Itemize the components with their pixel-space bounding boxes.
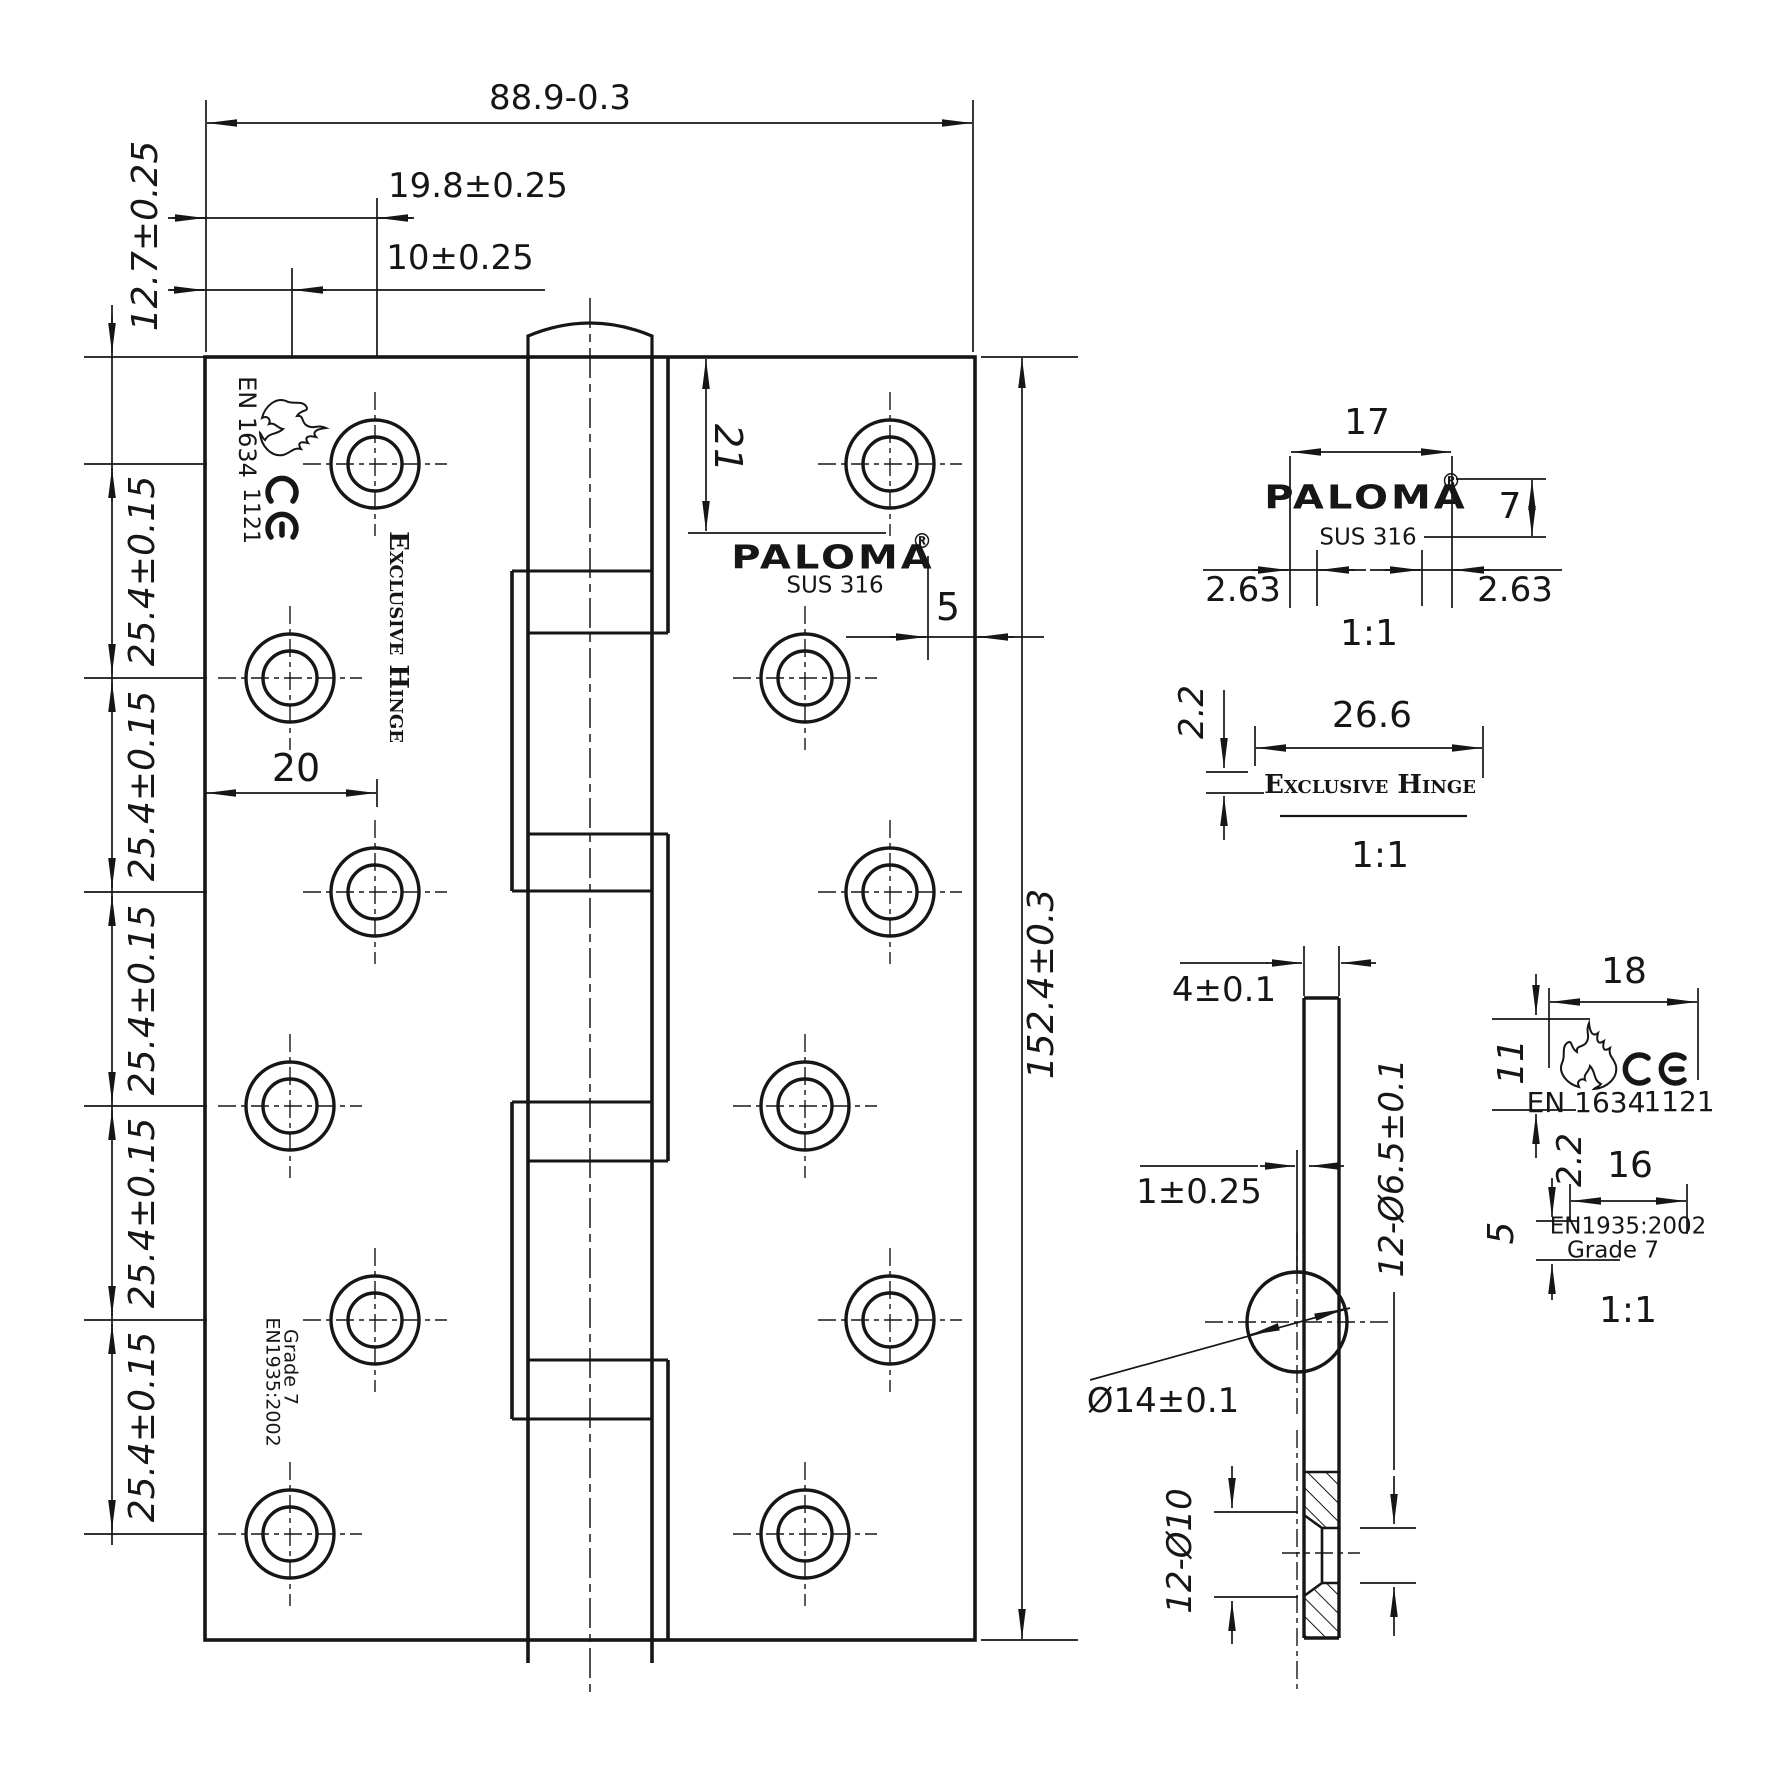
dim-row-spacing-4: 25.4±0.15 [122, 1117, 163, 1309]
main-dimensions [84, 100, 1078, 1641]
screw-holes [218, 392, 962, 1606]
dim-row-spacing-3: 25.4±0.15 [122, 904, 163, 1096]
detail-brand-height: 7 [1498, 486, 1522, 527]
detail-grade-width: 16 [1607, 1145, 1653, 1186]
hole-centerlines [218, 392, 962, 1606]
ce-icon-main [265, 475, 299, 540]
grade-std-stamp-detail: EN1935:2002 [1549, 1213, 1707, 1240]
dim-logo-right: 5 [935, 585, 961, 629]
dim-row-spacing-5: 25.4±0.15 [122, 1331, 163, 1523]
side-thickness: 4±0.1 [1171, 970, 1277, 1010]
detail-brand-inset-right: 2.63 [1477, 570, 1553, 610]
grade-stamp-detail: Grade 7 [1566, 1237, 1660, 1264]
dim-hole-col: 20 [271, 746, 321, 790]
detail-grade-text-height: 2.2 [1550, 1132, 1590, 1188]
side-screw-holes: 12-Ø6.5±0.1 [1372, 1058, 1412, 1278]
dim-col-inner: 19.8±0.25 [388, 166, 568, 206]
detail-exclusive-scale: 1:1 [1351, 835, 1409, 876]
brand-reg-main: ® [912, 529, 932, 553]
detail-brand-dims [1203, 448, 1562, 608]
dim-row-spacing-1: 25.4±0.15 [122, 475, 163, 667]
dim-margin-top: 12.7±0.25 [125, 140, 166, 332]
detail-brand-inset-left: 2.63 [1205, 570, 1281, 610]
side-barrel-dia: Ø14±0.1 [1086, 1381, 1240, 1421]
flame-icon-main [258, 399, 330, 457]
fire-std-stamp-detail: EN 1634 [1526, 1086, 1646, 1119]
flame-icon-detail [1560, 1019, 1618, 1091]
detail-brand-width: 17 [1344, 402, 1390, 443]
material-stamp-detail: SUS 316 [1319, 524, 1417, 551]
fire-std-stamp-main: EN 1634 [233, 376, 261, 478]
side-countersinks: 12-Ø10 [1160, 1488, 1200, 1614]
detail-exclusive-dims [1206, 690, 1484, 840]
detail-fire-width: 18 [1601, 951, 1647, 992]
detail-exclusive-text-height: 2.2 [1172, 684, 1212, 740]
ce-code-stamp-main: 1121 [238, 488, 263, 544]
material-stamp-main: SUS 316 [786, 572, 884, 599]
side-gap: 1±0.25 [1136, 1172, 1262, 1212]
dim-logo-top: 21 [706, 423, 750, 473]
ce-code-stamp-detail: 1121 [1643, 1085, 1715, 1118]
ce-icon-detail [1622, 1052, 1687, 1086]
detail-brand-scale: 1:1 [1340, 613, 1398, 654]
detail-grade-dims [1536, 1178, 1688, 1300]
detail-grade-height: 5 [1481, 1221, 1522, 1245]
dim-col-outer: 10±0.25 [386, 238, 534, 278]
brand-reg-detail: ® [1441, 469, 1461, 493]
dim-height: 152.4±0.3 [1021, 888, 1062, 1080]
brand-stamp-detail: PALOMA [1264, 479, 1468, 517]
detail-fire-dims [1492, 974, 1699, 1158]
brand-stamp-main: PALOMA [731, 539, 935, 577]
exclusive-stamp-main: Exclusive Hinge [383, 531, 413, 743]
detail-exclusive-width: 26.6 [1331, 695, 1413, 736]
dim-width: 88.9-0.3 [488, 78, 632, 118]
detail-grade-scale: 1:1 [1599, 1290, 1657, 1331]
detail-fire-height: 11 [1491, 1039, 1532, 1085]
grade-stamp-main: Grade 7 [279, 1328, 302, 1406]
exclusive-stamp-detail: Exclusive Hinge [1264, 770, 1476, 800]
side-view-dims [1089, 946, 1416, 1690]
dim-row-spacing-2: 25.4±0.15 [122, 690, 163, 882]
